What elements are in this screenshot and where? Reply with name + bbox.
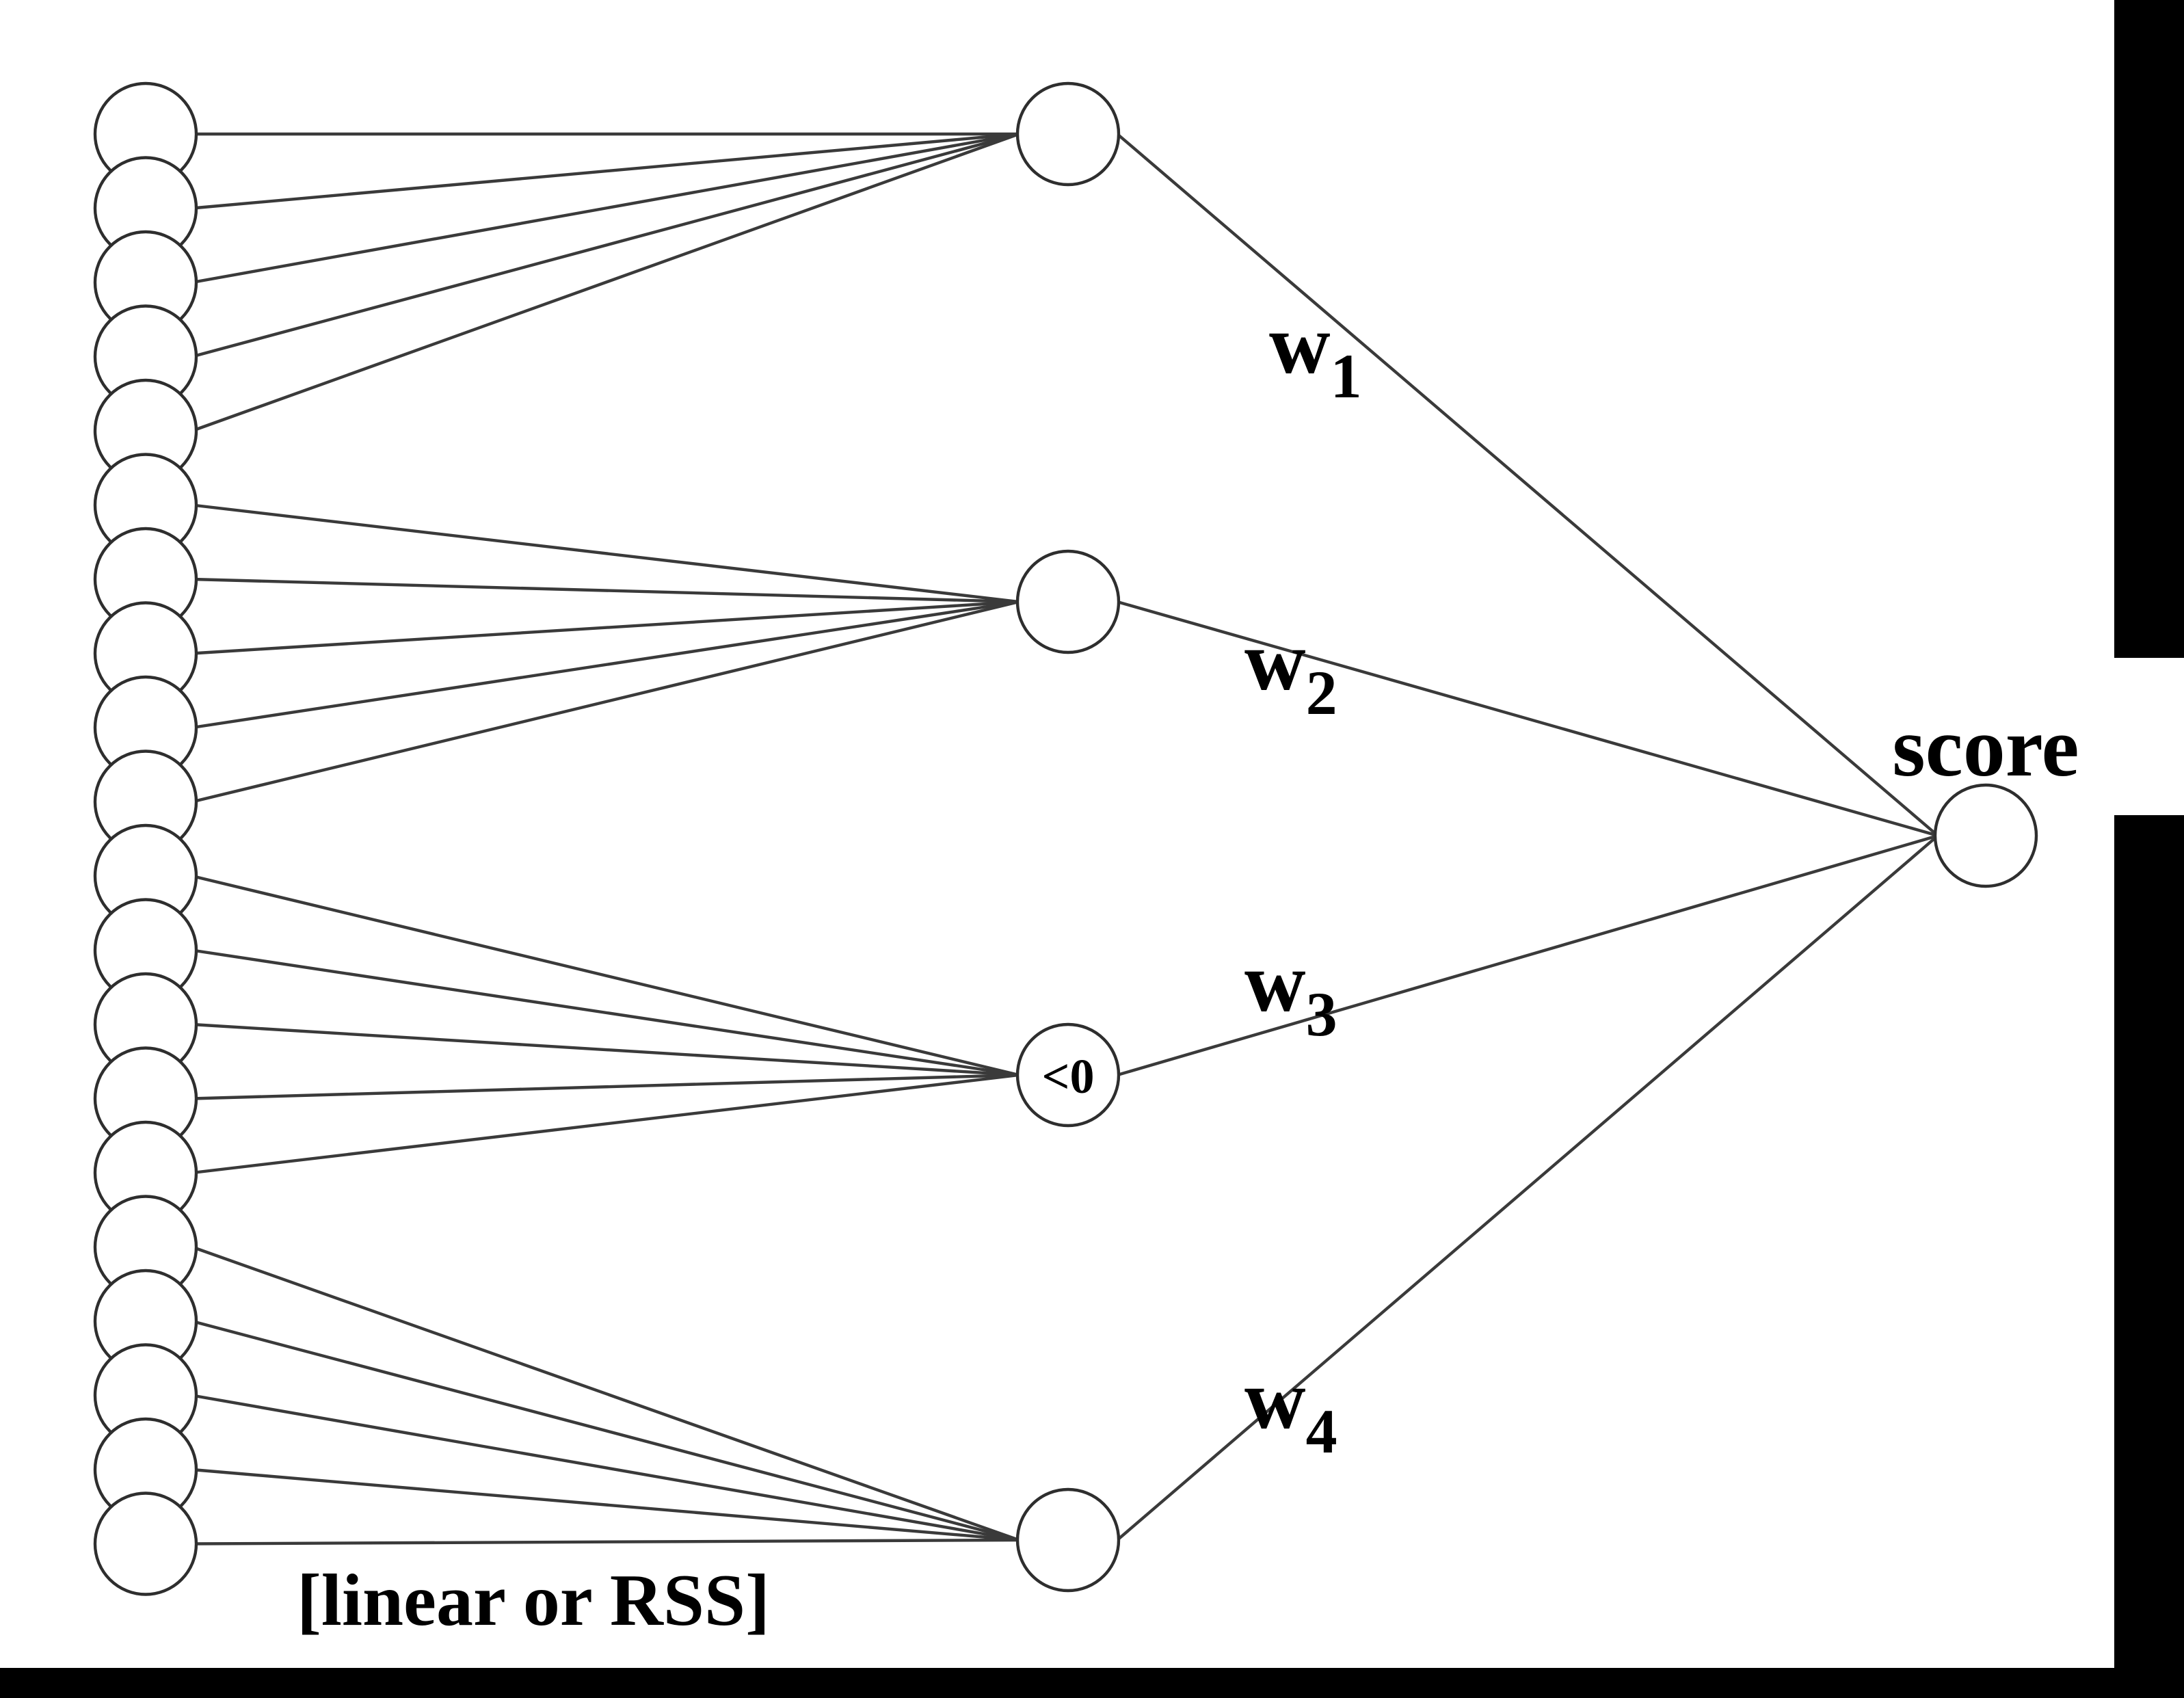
edge-input-8-to-hidden-2: [191, 600, 1020, 655]
weight-label-4: w4: [1244, 1353, 1337, 1466]
frame-right-bar-upper: [2114, 0, 2184, 658]
hidden-node-4: [1015, 1487, 1121, 1593]
hidden-node-1: [1015, 81, 1121, 187]
weight-label-2-base: w: [1244, 614, 1306, 708]
edge-input-17-to-hidden-4: [191, 1319, 1020, 1542]
edge-input-3-to-hidden-1: [191, 132, 1020, 284]
weight-label-1-base: w: [1269, 297, 1331, 391]
hidden-node-3: [1015, 1022, 1121, 1128]
edge-input-6-to-hidden-2: [191, 503, 1020, 604]
frame-bottom-bar: [0, 1668, 2184, 1698]
edge-input-14-to-hidden-3: [191, 1073, 1020, 1100]
edge-input-15-to-hidden-3: [191, 1073, 1020, 1175]
edge-input-19-to-hidden-4: [191, 1468, 1020, 1542]
frame-right-bar-lower: [2114, 815, 2184, 1698]
edge-input-5-to-hidden-1: [191, 132, 1020, 433]
edge-input-13-to-hidden-3: [191, 1022, 1020, 1077]
input-node-20: [93, 1491, 198, 1596]
weight-label-3-sub: 3: [1306, 979, 1337, 1049]
caption: [linear or RSS]: [297, 1560, 770, 1641]
output-label: score: [1892, 700, 2079, 794]
weight-label-1: w1: [1269, 297, 1362, 411]
hidden-node-2: [1015, 549, 1121, 654]
edge-hidden-1-to-output: [1116, 133, 1939, 837]
edge-input-12-to-hidden-3: [191, 949, 1020, 1077]
weight-labels: w1 w2 w3 w4: [1244, 297, 1362, 1466]
edge-input-20-to-hidden-4: [191, 1538, 1020, 1546]
weight-label-2-sub: 2: [1306, 658, 1337, 728]
weight-label-4-base: w: [1244, 1353, 1306, 1446]
weight-label-3-base: w: [1244, 936, 1306, 1029]
edge-input-11-to-hidden-3: [191, 874, 1020, 1077]
edge-input-4-to-hidden-1: [191, 132, 1020, 358]
edge-hidden-3-to-output: [1117, 834, 1939, 1077]
weight-label-3: w3: [1244, 936, 1337, 1049]
hidden-layer: <0: [1015, 81, 1121, 1593]
edge-input-16-to-hidden-4: [191, 1245, 1020, 1542]
output-node: [1933, 783, 2038, 888]
edge-input-18-to-hidden-4: [191, 1394, 1020, 1542]
edge-input-2-to-hidden-1: [191, 132, 1020, 210]
output-layer: score: [1892, 700, 2079, 888]
input-layer: [93, 81, 198, 1596]
edges: [191, 132, 1939, 1546]
edge-input-7-to-hidden-2: [191, 577, 1020, 604]
edge-input-10-to-hidden-2: [191, 600, 1020, 804]
weight-label-2: w2: [1244, 614, 1337, 728]
edge-hidden-2-to-output: [1117, 600, 1939, 838]
edge-input-9-to-hidden-2: [191, 600, 1020, 730]
hidden-node-3-label: <0: [1041, 1049, 1094, 1104]
weight-label-4-sub: 4: [1306, 1396, 1337, 1466]
edge-hidden-4-to-output: [1116, 834, 1939, 1541]
weight-label-1-sub: 1: [1331, 341, 1362, 411]
